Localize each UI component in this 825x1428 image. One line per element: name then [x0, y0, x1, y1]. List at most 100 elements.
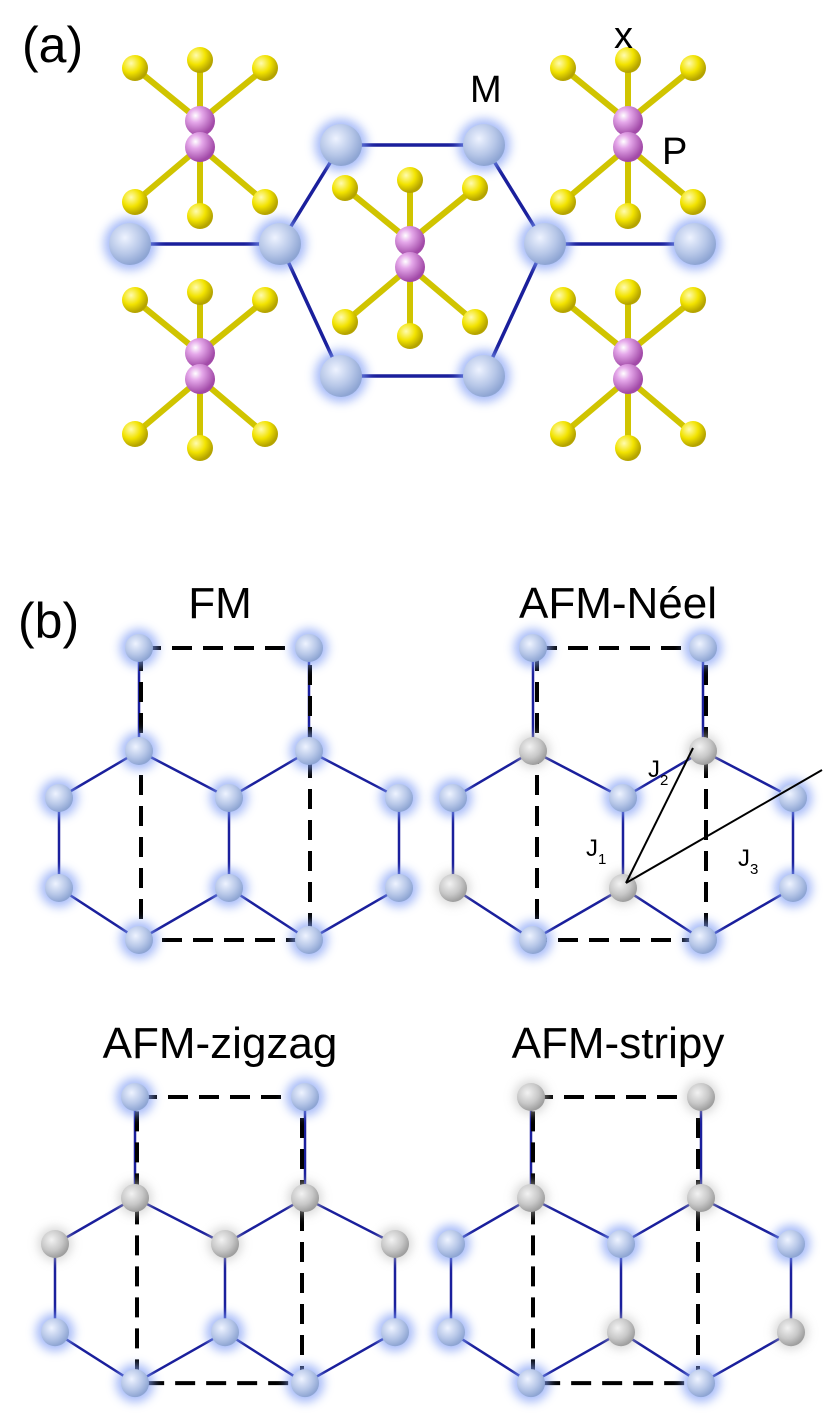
- spin-up-site: [120, 629, 158, 667]
- spin-up-site: [514, 629, 552, 667]
- chalcogen-atom: [680, 287, 706, 313]
- spin-up-site: [432, 1225, 470, 1263]
- unit-cell: [139, 646, 312, 942]
- config-title-afm-zigzag: AFM-zigzag: [103, 1019, 338, 1068]
- metal-atom: [315, 119, 367, 171]
- atom-core: [291, 1083, 319, 1111]
- atom-core: [519, 634, 547, 662]
- atom-core: [291, 1369, 319, 1398]
- metal-atom: [458, 350, 510, 402]
- atom-core: [41, 1230, 69, 1258]
- atom-core: [45, 874, 73, 902]
- chalcogen-atom: [187, 47, 213, 73]
- spin-up-site: [602, 1225, 640, 1263]
- panel-b-label: (b): [18, 593, 79, 649]
- spin-down-site: [684, 1180, 718, 1215]
- spin-up-site: [514, 921, 552, 959]
- atom-core: [295, 737, 323, 765]
- unit-cell: [135, 1095, 304, 1386]
- metal-atom: [669, 218, 721, 270]
- chalcogen-atom: [122, 421, 148, 447]
- spin-up-site: [36, 1313, 74, 1352]
- spin-up-site: [774, 869, 812, 907]
- chalcogen-atom: [615, 435, 641, 461]
- atom-core: [125, 926, 153, 954]
- chalcogen-atom: [550, 55, 576, 81]
- spin-down-site: [774, 1315, 808, 1350]
- metal-atom-label: M: [470, 69, 502, 111]
- phosphorus-atom-label: P: [662, 131, 687, 173]
- atom-core: [689, 926, 717, 954]
- atom-core: [519, 737, 547, 765]
- spin-up-site: [290, 921, 328, 959]
- spin-up-site: [774, 779, 812, 817]
- atom-core: [439, 874, 467, 902]
- metal-atoms: [104, 119, 721, 402]
- chalcogen-atom: [122, 55, 148, 81]
- chalcogen-atom-label: X: [614, 15, 633, 57]
- atom-core: [295, 926, 323, 954]
- j2-path: [625, 747, 694, 884]
- chalcogen-atom: [332, 309, 358, 335]
- atom-core: [381, 1230, 409, 1258]
- p2x6-cluster: [122, 47, 278, 229]
- atom-core: [320, 355, 362, 397]
- spin-down-site: [288, 1180, 322, 1215]
- phosphorus-atom: [613, 106, 643, 136]
- atom-core: [437, 1318, 465, 1347]
- phosphorus-atom: [613, 132, 643, 162]
- p2x6-clusters: [122, 47, 706, 461]
- chalcogen-atom: [122, 189, 148, 215]
- atom-core: [291, 1183, 319, 1212]
- spin-up-site: [682, 1364, 720, 1403]
- spin-down-site: [514, 1180, 548, 1215]
- atom-core: [609, 784, 637, 812]
- phosphorus-atom: [613, 338, 643, 368]
- exchange-paths: J1 J2 J3: [586, 747, 823, 884]
- chalcogen-atom: [187, 435, 213, 461]
- chalcogen-atom: [397, 323, 423, 349]
- atom-core: [125, 737, 153, 765]
- spin-down-site: [118, 1180, 152, 1215]
- atom-core: [125, 634, 153, 662]
- atom-core: [777, 1318, 805, 1347]
- atom-core: [439, 784, 467, 812]
- spin-up-site: [290, 732, 328, 770]
- j2-label: J2: [648, 756, 668, 789]
- spin-up-site: [684, 921, 722, 959]
- spin-up-site: [434, 779, 472, 817]
- atom-core: [295, 634, 323, 662]
- spin-up-site: [604, 779, 642, 817]
- spin-up-site: [286, 1364, 324, 1403]
- j3-label: J3: [738, 845, 758, 878]
- spin-up-site: [432, 1313, 470, 1352]
- j1-label: J1: [586, 835, 606, 868]
- config-title-fm: FM: [188, 579, 252, 628]
- chalcogen-atom: [252, 55, 278, 81]
- atom-core: [463, 355, 505, 397]
- atom-core: [41, 1318, 69, 1347]
- phosphorus-atom: [613, 364, 643, 394]
- spin-up-site: [380, 869, 418, 907]
- chalcogen-atom: [187, 203, 213, 229]
- atom-core: [437, 1230, 465, 1258]
- lattice-fm: [40, 629, 418, 959]
- atom-core: [674, 223, 716, 265]
- chalcogen-atom: [680, 421, 706, 447]
- atom-core: [779, 784, 807, 812]
- atom-core: [517, 1183, 545, 1212]
- chalcogen-atom: [252, 189, 278, 215]
- atom-core: [607, 1230, 635, 1258]
- lattice-afm-stripy: [432, 1080, 810, 1403]
- atom-core: [777, 1230, 805, 1258]
- spin-down-site: [686, 734, 720, 768]
- spin-down-site: [516, 734, 550, 768]
- spin-up-site: [512, 1364, 550, 1403]
- atom-core: [215, 784, 243, 812]
- phosphorus-atom: [395, 252, 425, 282]
- atom-core: [259, 223, 301, 265]
- spin-up-site: [286, 1078, 324, 1116]
- spin-up-site: [210, 869, 248, 907]
- atom-core: [607, 1318, 635, 1347]
